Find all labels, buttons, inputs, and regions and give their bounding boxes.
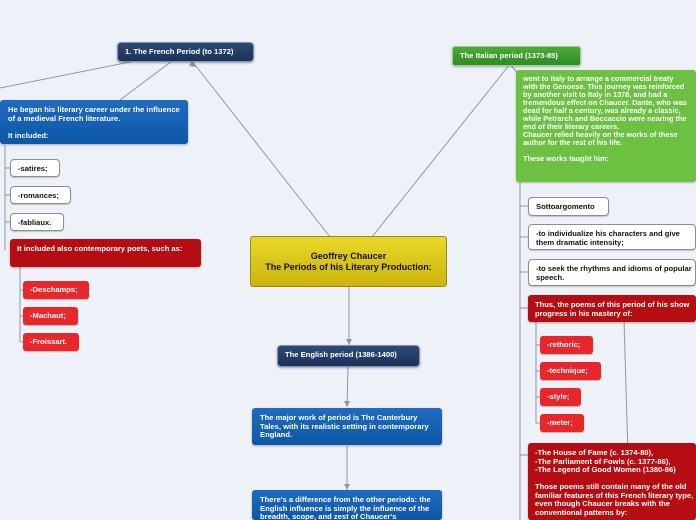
progress-style[interactable]: -style; [540,388,581,406]
item-label: -Machaut; [30,311,66,320]
english-period-label: The English period (1386-1400) [285,350,397,359]
italian-taught-rhythms[interactable]: -to seek the rhythms and idioms of popul… [528,259,696,286]
item-label: -to seek the rhythms and idioms of popul… [536,264,692,282]
item-label: -Deschamps; [30,285,78,294]
progress-technique[interactable]: -technique; [540,362,601,380]
english-period-topic[interactable]: The English period (1386-1400) [277,345,420,367]
central-topic[interactable]: Geoffrey Chaucer The Periods of his Lite… [250,236,447,287]
italian-subtopic[interactable]: Sottoargomento [528,197,609,216]
item-label: -technique; [547,366,588,375]
italian-progress-note[interactable]: Thus, the poems of this period of his sh… [528,295,696,322]
french-item-romances[interactable]: -romances; [10,186,71,204]
french-intro-note[interactable]: He began his literary career under the i… [0,100,188,144]
italian-period-topic[interactable]: The Italian period (1373-85) [452,46,581,66]
english-major-work-note[interactable]: The major work of period is The Canterbu… [252,408,442,445]
english-difference-note[interactable]: There's a difference from the other peri… [252,490,442,520]
french-period-topic[interactable]: 1. The French Period (to 1372) [117,42,254,62]
item-label: Sottoargomento [536,202,595,211]
item-label: -romances; [18,191,59,200]
item-label: -style; [547,392,570,401]
french-poets-note[interactable]: It included also contemporary poets, suc… [10,239,201,267]
poet-machaut[interactable]: -Machaut; [23,307,78,325]
italian-intro-note[interactable]: went to Italy to arrange a commercial tr… [516,70,696,182]
progress-rethoric[interactable]: -rethoric; [540,336,593,354]
central-subtitle: The Periods of his Literary Production: [265,261,432,272]
poets-intro-label: It included also contemporary poets, suc… [17,244,183,253]
central-title: Geoffrey Chaucer [310,250,387,261]
item-label: -meter; [547,418,573,427]
french-item-fabliaux[interactable]: -fabliaux. [10,213,64,231]
item-label: -rethoric; [547,340,581,349]
major-work-label: The major work of period is The Canterbu… [260,413,429,439]
progress-meter[interactable]: -meter; [540,414,584,432]
italian-poems-note[interactable]: -The House of Fame (c. 1374-80), -The Pa… [528,443,696,520]
poet-froissart[interactable]: -Froissart. [23,333,79,351]
poet-deschamps[interactable]: -Deschamps; [23,281,89,299]
poems-label: -The House of Fame (c. 1374-80), -The Pa… [535,448,694,517]
progress-intro-label: Thus, the poems of this period of his sh… [535,300,690,318]
item-label: -fabliaux. [18,218,52,227]
french-item-satires[interactable]: -satires; [10,159,60,177]
item-label: -satires; [18,164,48,173]
item-label: -Froissart. [30,337,68,346]
item-label: -to individualize his characters and giv… [536,229,680,247]
italian-period-label: The Italian period (1373-85) [460,51,558,60]
french-period-label: 1. The French Period (to 1372) [125,47,234,56]
italian-taught-individualize[interactable]: -to individualize his characters and giv… [528,224,696,250]
difference-label: There's a difference from the other peri… [260,495,431,520]
